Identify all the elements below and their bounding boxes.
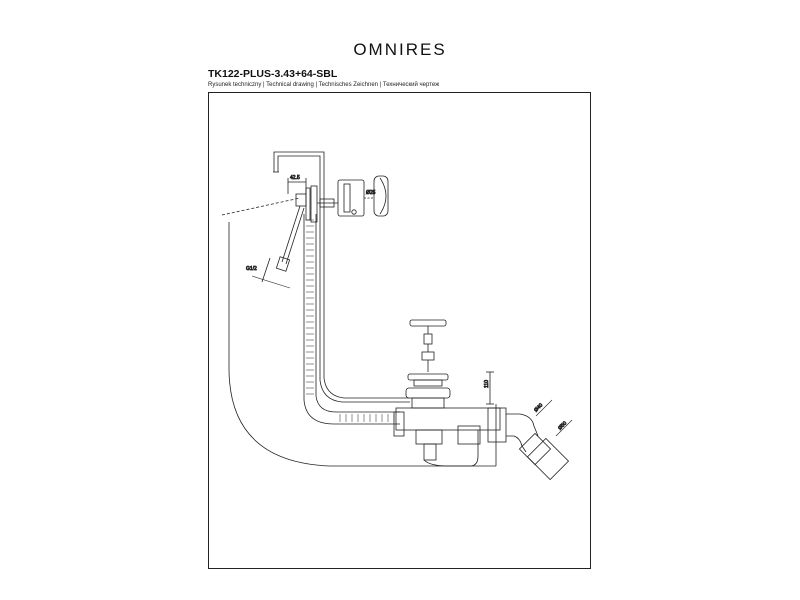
corrugated-hose xyxy=(303,214,400,425)
dimension-42-5: 42.5 xyxy=(287,175,307,194)
diameter-50-label: Ø50 xyxy=(557,420,568,431)
dimension-42-5-label: 42.5 xyxy=(290,175,300,181)
dimension-110: 110 xyxy=(484,371,494,405)
diameter-40-label: Ø40 xyxy=(533,402,544,413)
overflow-return-pipe xyxy=(319,192,410,403)
outlet-elbow: Ø40 Ø50 xyxy=(506,399,573,481)
thread-g12-label: G1/2 xyxy=(246,266,257,272)
inlet-hose: G1/2 xyxy=(246,205,305,289)
diameter-25-label: Ø25 xyxy=(366,190,376,196)
model-code: TK122-PLUS-3.43+64-SBL xyxy=(208,68,338,80)
spout-pipe xyxy=(273,151,325,192)
drawing-caption: Rysunek techniczny | Technical drawing |… xyxy=(208,82,440,88)
overflow-head: Ø25 xyxy=(295,175,389,223)
dimension-110-label: 110 xyxy=(484,380,490,388)
brand-logo: OMNIRES xyxy=(353,40,447,59)
waste-body xyxy=(393,373,507,467)
click-clack-plug xyxy=(409,319,447,372)
bathtub-outline xyxy=(221,197,497,467)
drawing-frame xyxy=(208,92,591,569)
